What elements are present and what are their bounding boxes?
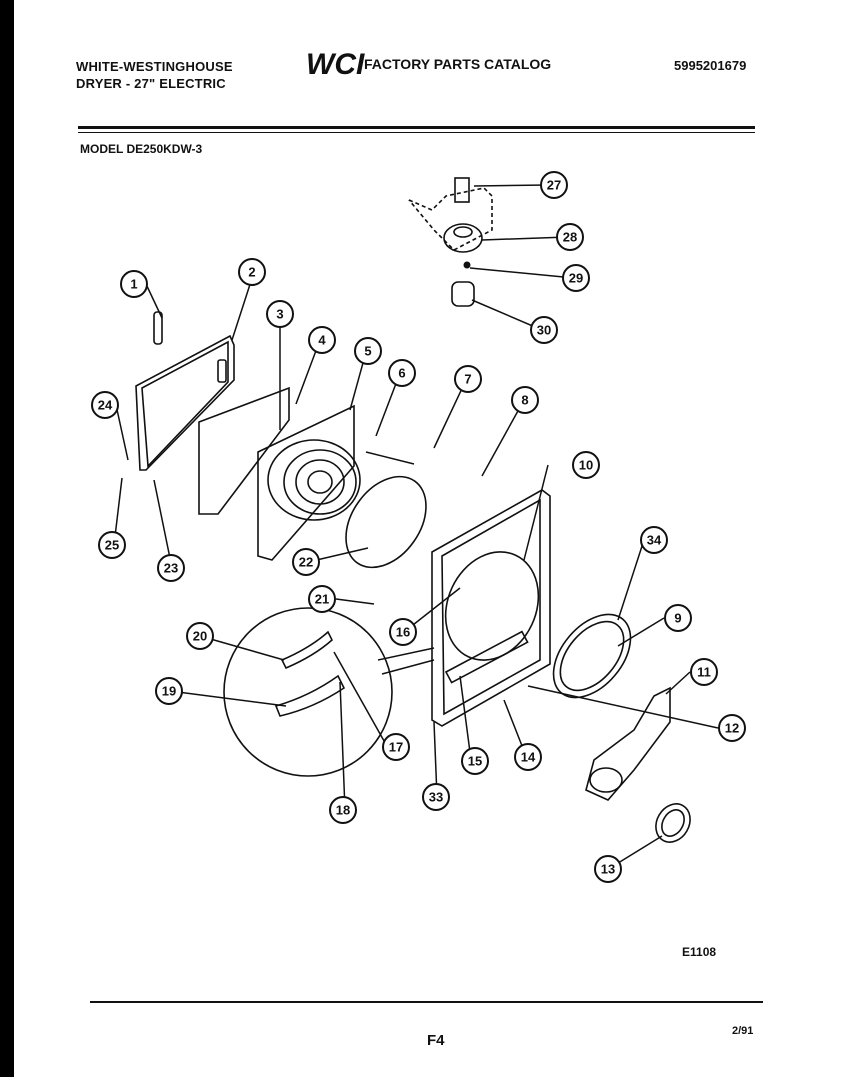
parts-catalog-sheet: WHITE-WESTINGHOUSE DRYER - 27" ELECTRIC … [14, 0, 848, 1077]
callout-5: 5 [354, 337, 382, 365]
exploded-parts-diagram: 1 2 3 4 5 6 7 8 9 10 11 12 13 14 15 16 1… [91, 171, 746, 883]
svg-text:21: 21 [315, 592, 329, 607]
wci-logo: WCI [306, 48, 365, 80]
callout-24: 24 [91, 391, 119, 419]
svg-text:14: 14 [521, 750, 536, 765]
svg-text:33: 33 [429, 790, 443, 805]
callout-9: 9 [664, 604, 692, 632]
svg-text:11: 11 [697, 665, 711, 680]
callout-3: 3 [266, 300, 294, 328]
callout-34: 34 [640, 526, 668, 554]
part-number: 5995201679 [674, 58, 747, 73]
svg-text:7: 7 [464, 372, 471, 387]
svg-text:28: 28 [563, 230, 577, 245]
callout-7: 7 [454, 365, 482, 393]
callout-8: 8 [511, 386, 539, 414]
door-panel [135, 311, 235, 471]
callout-14: 14 [514, 743, 542, 771]
header-rule-thin [78, 132, 755, 133]
callout-23: 23 [157, 554, 185, 582]
svg-text:25: 25 [105, 538, 119, 553]
svg-text:29: 29 [569, 271, 583, 286]
callout-13: 13 [594, 855, 622, 883]
callout-28: 28 [556, 223, 584, 251]
revision-date: 2/91 [732, 1025, 754, 1037]
bearing-ring [655, 803, 691, 843]
footer-rule [90, 1001, 763, 1003]
svg-text:2: 2 [248, 265, 255, 280]
svg-text:17: 17 [389, 740, 403, 755]
svg-text:10: 10 [579, 458, 593, 473]
svg-text:27: 27 [547, 178, 561, 193]
svg-text:24: 24 [98, 398, 113, 413]
svg-text:34: 34 [647, 533, 662, 548]
svg-text:6: 6 [398, 366, 405, 381]
callout-18: 18 [329, 796, 357, 824]
svg-text:12: 12 [725, 721, 739, 736]
callout-1: 1 [120, 270, 148, 298]
catalog-title: FACTORY PARTS CATALOG [364, 56, 552, 72]
svg-text:8: 8 [521, 393, 528, 408]
detail-magnifier [223, 607, 435, 777]
diagram-code: E1108 [682, 945, 717, 959]
header-rule-thick [78, 126, 755, 129]
svg-text:3: 3 [276, 307, 283, 322]
svg-text:20: 20 [193, 629, 207, 644]
svg-text:22: 22 [299, 555, 313, 570]
callout-15: 15 [461, 747, 489, 775]
model-number: MODEL DE250KDW-3 [80, 142, 203, 156]
front-panel [431, 489, 551, 727]
brand-block: WHITE-WESTINGHOUSE DRYER - 27" ELECTRIC [76, 58, 233, 92]
callout-22: 22 [292, 548, 320, 576]
callout-11: 11 [690, 658, 718, 686]
svg-text:23: 23 [164, 561, 178, 576]
svg-text:19: 19 [162, 684, 176, 699]
door-seal-ring [345, 475, 427, 569]
callout-19: 19 [155, 677, 183, 705]
svg-text:9: 9 [674, 611, 681, 626]
inner-door-panel [198, 386, 290, 515]
brand-line-1: WHITE-WESTINGHOUSE [76, 59, 233, 74]
svg-text:4: 4 [318, 333, 326, 348]
callout-29: 29 [562, 264, 590, 292]
callout-12: 12 [718, 714, 746, 742]
svg-text:16: 16 [396, 625, 410, 640]
callout-10: 10 [572, 451, 600, 479]
callout-30: 30 [530, 316, 558, 344]
callout-17: 17 [382, 733, 410, 761]
callout-16: 16 [389, 618, 417, 646]
drum-seal-ring [552, 613, 632, 699]
callout-33: 33 [422, 783, 450, 811]
svg-text:18: 18 [336, 803, 350, 818]
callout-27: 27 [540, 171, 568, 199]
svg-text:15: 15 [468, 754, 482, 769]
svg-text:1: 1 [130, 277, 137, 292]
svg-text:13: 13 [601, 862, 615, 877]
callout-4: 4 [308, 326, 336, 354]
blower-housing [257, 404, 361, 561]
callout-21: 21 [308, 585, 336, 613]
callout-20: 20 [186, 622, 214, 650]
svg-text:5: 5 [364, 344, 371, 359]
bearing-bracket [585, 686, 671, 801]
callout-6: 6 [388, 359, 416, 387]
callout-25: 25 [98, 531, 126, 559]
page-label: F4 [427, 1032, 445, 1049]
svg-text:30: 30 [537, 323, 551, 338]
callout-2: 2 [238, 258, 266, 286]
brand-line-2: DRYER - 27" ELECTRIC [76, 76, 226, 91]
thermostat-assembly [408, 177, 493, 307]
leader-lines [113, 184, 719, 869]
logo-text: WCI [306, 48, 365, 80]
